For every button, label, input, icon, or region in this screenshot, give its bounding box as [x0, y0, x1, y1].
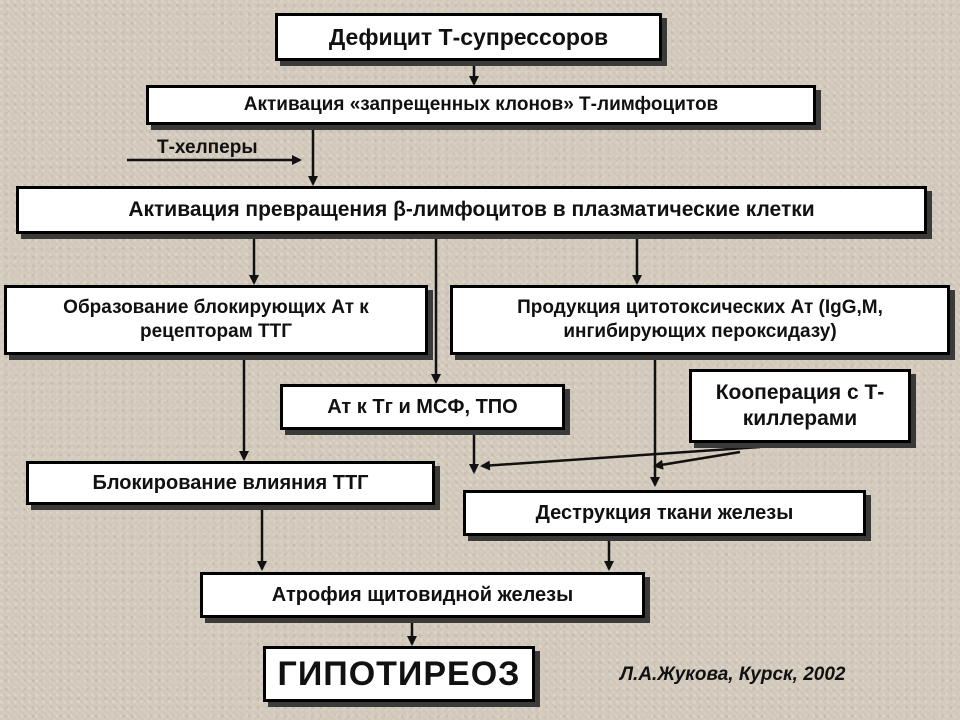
deficit-text: Дефицит Т-супрессоров [328, 23, 609, 50]
cytotoxic-at-box: Продукция цитотоксических Ат (IgG,M, инг… [450, 285, 950, 355]
atrophy-box: Атрофия щитовидной железы [200, 572, 645, 618]
activation-plasma-box: Активация превращения β-лимфоцитов в пла… [16, 186, 927, 234]
author-credit: Л.А.Жукова, Курск, 2002 [620, 664, 846, 685]
destruction-box: Деструкция ткани железы [463, 490, 866, 536]
t-helpers-label: Т-хелперы [157, 137, 258, 158]
cooperation-text: Кооперация с Т-киллерами [715, 380, 885, 430]
hypothyroidism-box: ГИПОТИРЕОЗ [263, 646, 535, 702]
deficit-box: Дефицит Т-супрессоров [275, 13, 662, 61]
blocking-at-text: Образование блокирующих Ат к рецепторам … [63, 297, 369, 342]
arrow-cooperation-to-right [653, 450, 741, 470]
arrow-cooperation-to-center [480, 445, 761, 471]
atrophy-text: Атрофия щитовидной железы [271, 583, 574, 606]
blocking-influence-text: Блокирование влияния ТТГ [92, 471, 369, 494]
hypothyroidism-text: ГИПОТИРЕОЗ [277, 654, 521, 693]
blocking-influence-box: Блокирование влияния ТТГ [26, 461, 435, 505]
blocking-at-box: Образование блокирующих Ат к рецепторам … [4, 285, 428, 355]
activation-clones-text: Активация «запрещенных клонов» Т-лимфоци… [243, 94, 719, 116]
destruction-text: Деструкция ткани железы [535, 501, 794, 524]
cooperation-box: Кооперация с Т-киллерами [689, 369, 911, 443]
activation-plasma-text: Активация превращения β-лимфоцитов в пла… [128, 197, 815, 221]
at-tg-text: Ат к Тг и МСФ, ТПО [327, 395, 518, 418]
at-tg-box: Ат к Тг и МСФ, ТПО [280, 384, 565, 430]
cytotoxic-at-text: Продукция цитотоксических Ат (IgG,M, инг… [517, 297, 883, 342]
activation-clones-box: Активация «запрещенных клонов» Т-лимфоци… [146, 85, 816, 125]
